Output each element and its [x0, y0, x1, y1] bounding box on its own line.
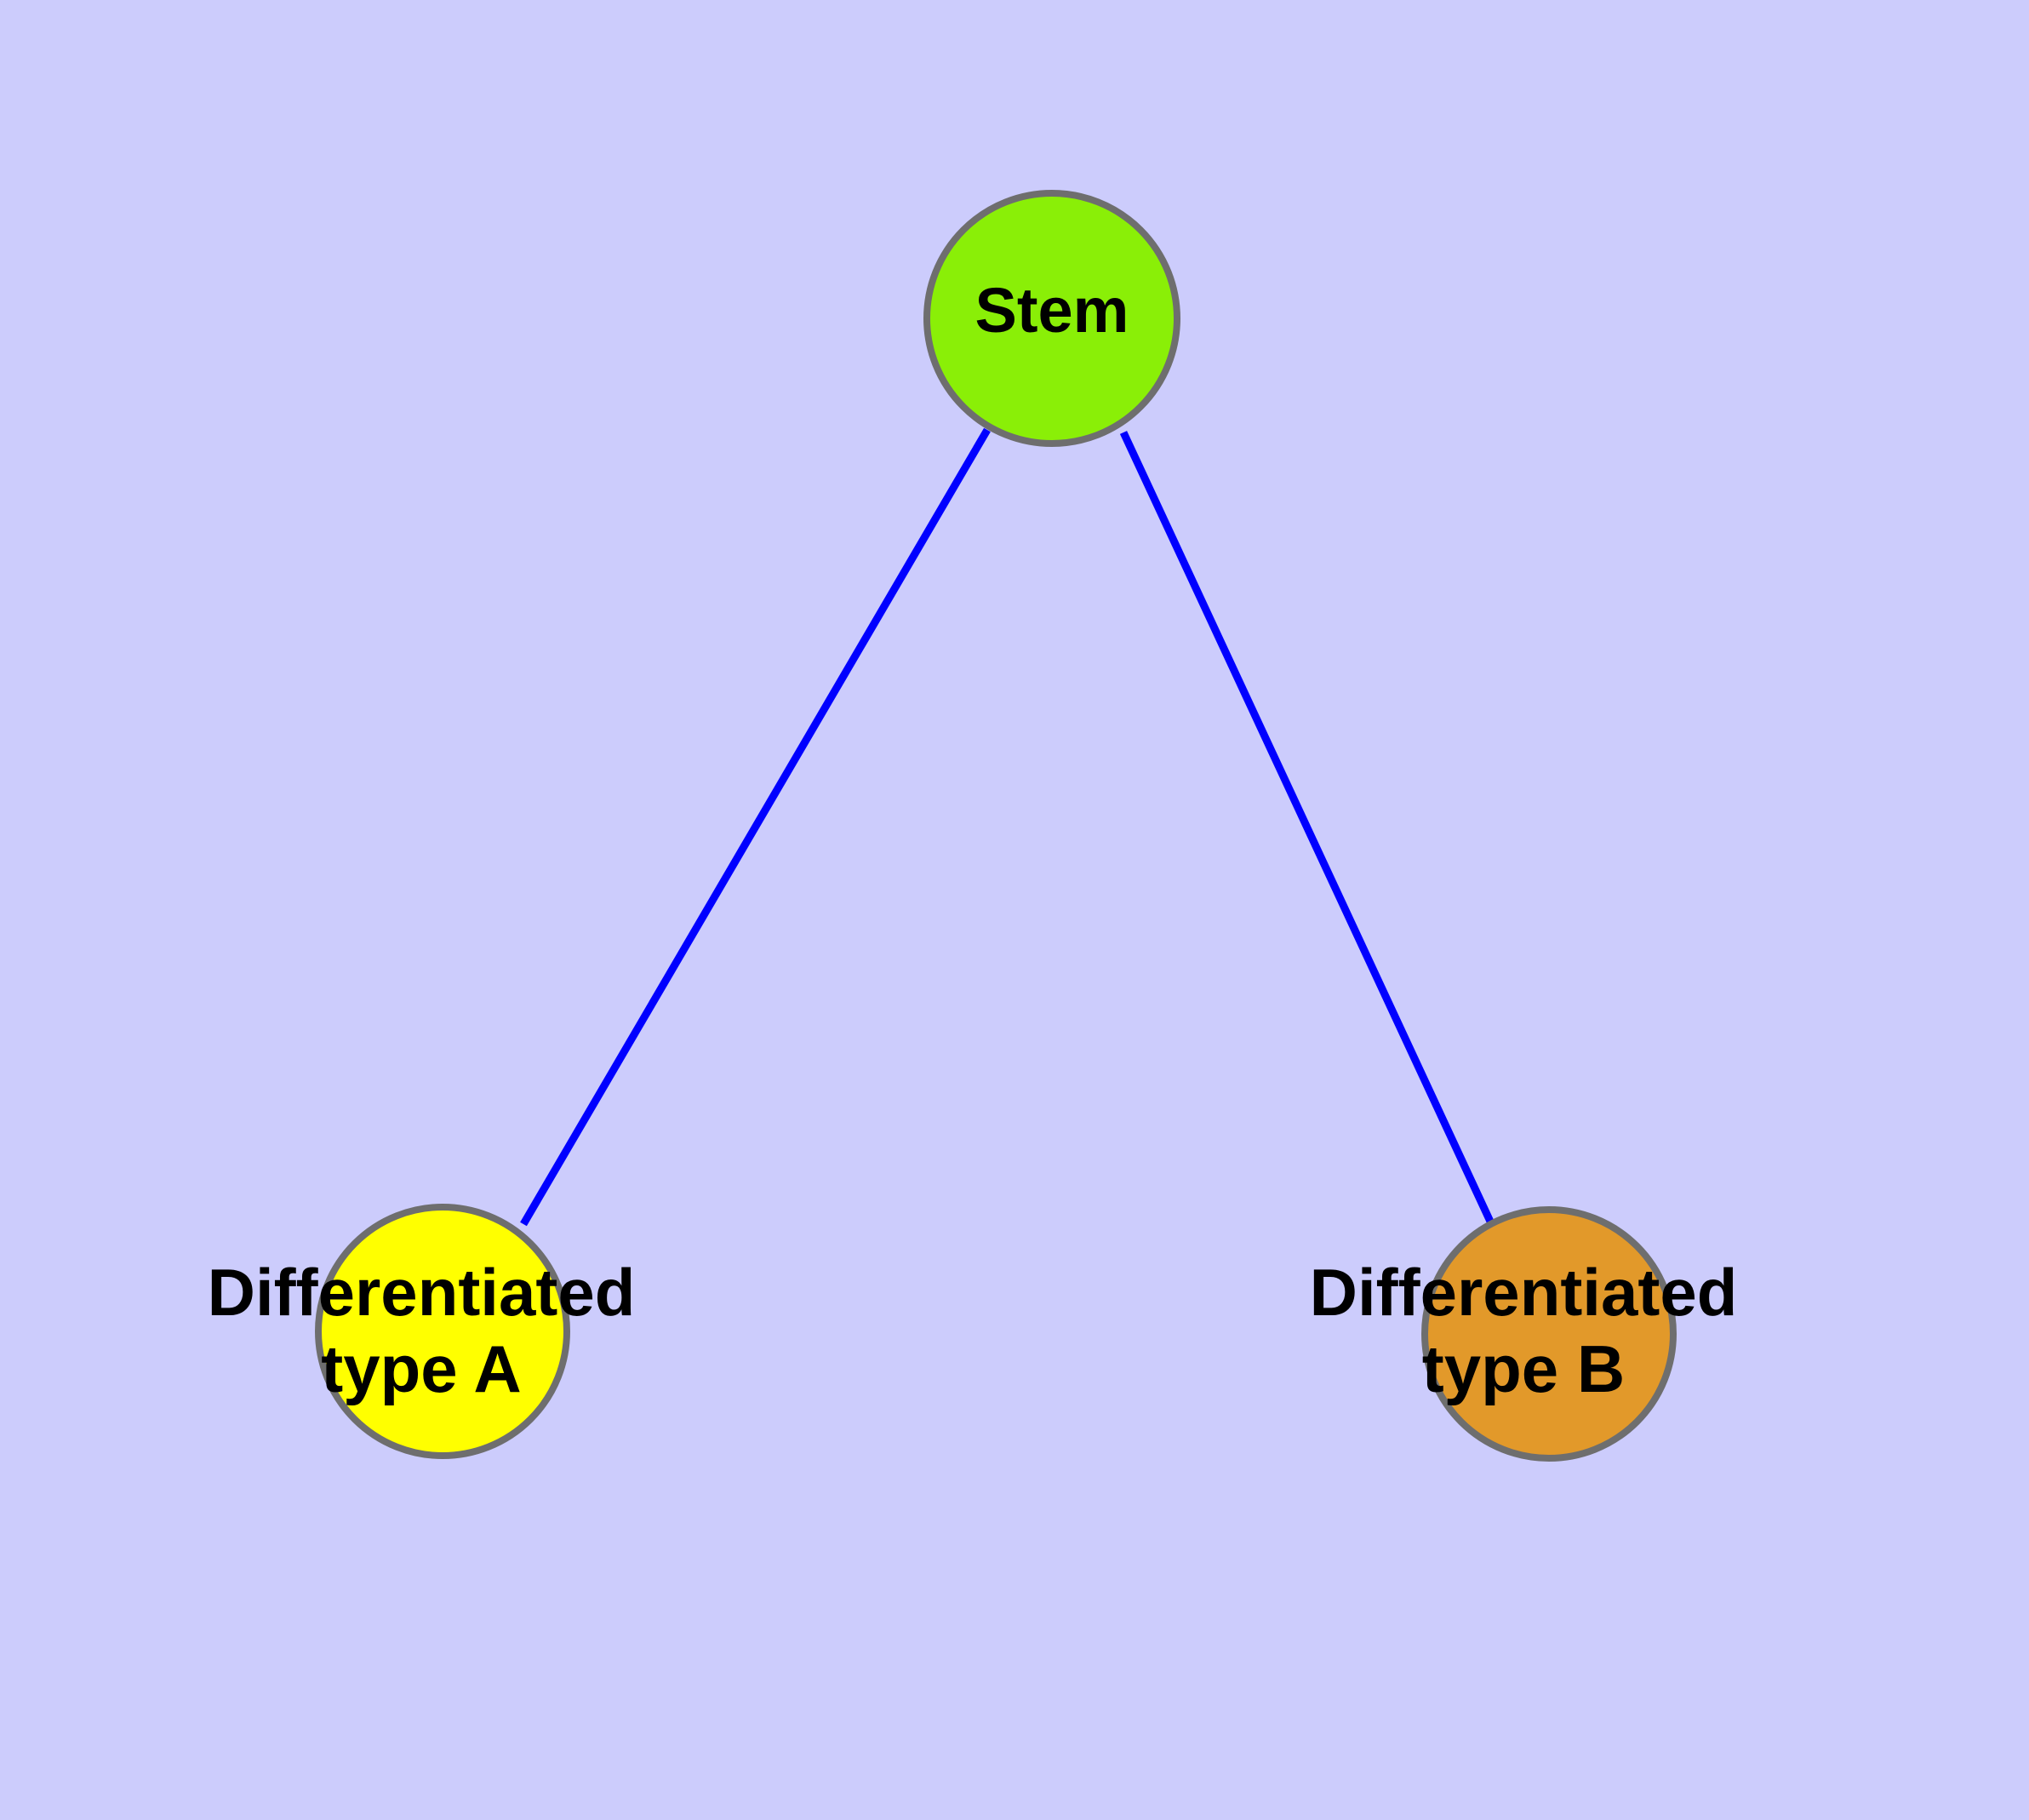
- node-differentiated-type-a[interactable]: [315, 1204, 570, 1459]
- node-differentiated-type-b[interactable]: [1421, 1206, 1677, 1462]
- node-stem[interactable]: [923, 190, 1180, 447]
- edge-stem-to-diff-a: [520, 427, 991, 1227]
- edge-stem-to-diff-b: [1119, 431, 1495, 1225]
